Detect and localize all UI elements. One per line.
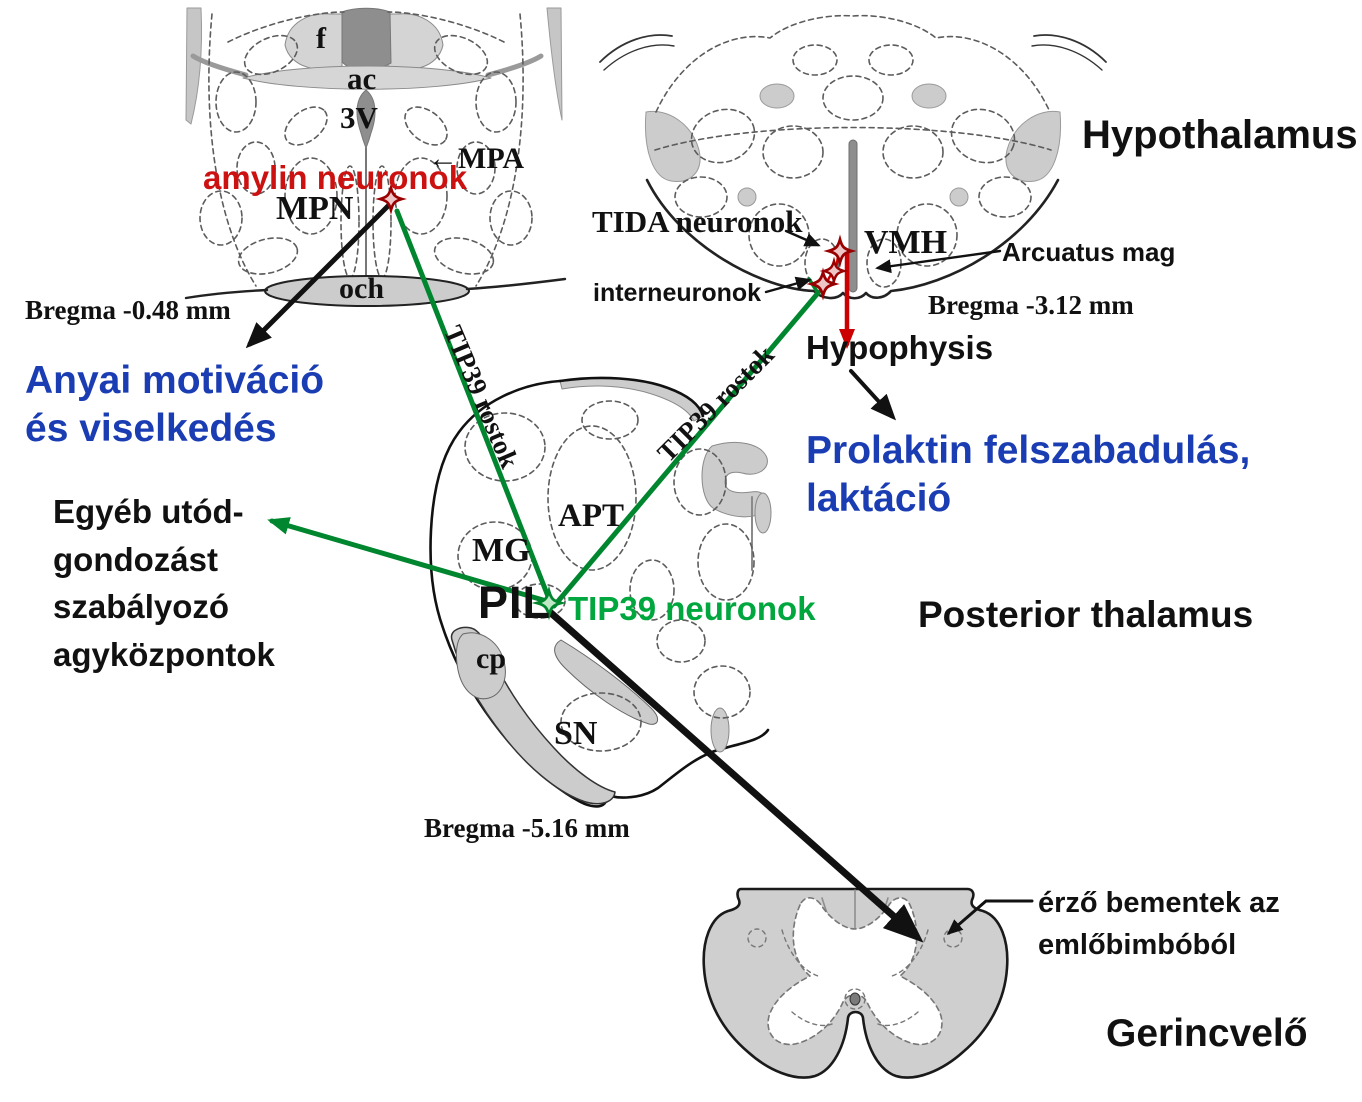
label-region-spinal-cord: Gerincvelő (1106, 1012, 1308, 1055)
tip39-fiber-to-arcuate (551, 290, 821, 609)
label-fornix: f (316, 22, 326, 55)
label-och: och (339, 272, 384, 305)
section-spinal-drawing (702, 887, 1009, 1079)
outcome-offspring-line3: szabályozó (53, 588, 230, 625)
tip39-fiber-to-mpn (394, 208, 554, 607)
pointer-tida (784, 229, 821, 247)
outcome-maternal-line1: Anyai motiváció (25, 359, 325, 402)
label-amylin-neurons: amylin neuronok (203, 159, 468, 196)
section-thalamus-drawing (429, 376, 772, 808)
label-tip39-neurons: TIP39 neuronok (568, 590, 816, 627)
arrow-to-prolactin (849, 369, 897, 421)
pointer-arcuate (875, 249, 1002, 274)
label-3v: 3V (340, 100, 378, 135)
outcome-offspring-line2: gondozást (53, 541, 218, 578)
label-hypophysis: Hypophysis (806, 329, 994, 366)
label-ac: ac (347, 61, 377, 96)
outcome-prolactin-line1: Prolaktin felszabadulás, (806, 429, 1251, 472)
outcome-prolactin-line2: laktáció (806, 477, 952, 520)
label-bregma-048: Bregma -0.48 mm (25, 295, 231, 325)
tip39-fiber-to-other-centers (267, 517, 546, 603)
label-pil: PIL (478, 577, 552, 628)
label-sensory-line1: érző bementek az (1038, 887, 1280, 919)
section-preoptic-drawing (184, 7, 567, 307)
label-apt: APT (558, 498, 624, 534)
label-sensory-line2: emlőbimbóból (1038, 929, 1237, 961)
label-mg: MG (472, 532, 531, 569)
pathway-arrows (245, 203, 1034, 943)
label-mpn: MPN (276, 190, 354, 227)
arrow-to-maternal (245, 203, 391, 349)
label-bregma-312: Bregma -3.12 mm (928, 290, 1134, 320)
pointer-interneurons (764, 276, 812, 294)
sensory-pathway-line (547, 609, 924, 943)
outcome-offspring-line1: Egyéb utód- (53, 493, 244, 530)
label-region-hypothalamus: Hypothalamus (1082, 113, 1358, 157)
label-cp: cp (476, 642, 506, 675)
label-vmh: VMH (864, 224, 948, 261)
label-arcuate: Arcuatus mag (1002, 237, 1176, 267)
outcome-maternal-line2: és viselkedés (25, 407, 277, 450)
outcome-offspring-line4: agyközpontok (53, 636, 275, 673)
label-bregma-516: Bregma -5.16 mm (424, 813, 630, 843)
label-mpa: ←MPA (428, 142, 525, 175)
label-region-posterior-thalamus: Posterior thalamus (918, 594, 1254, 635)
pointer-sensory-input (946, 899, 1034, 935)
label-interneurons: interneuronok (593, 279, 762, 307)
label-sn: SN (554, 715, 598, 752)
label-tida-neurons: TIDA neuronok (592, 204, 803, 239)
